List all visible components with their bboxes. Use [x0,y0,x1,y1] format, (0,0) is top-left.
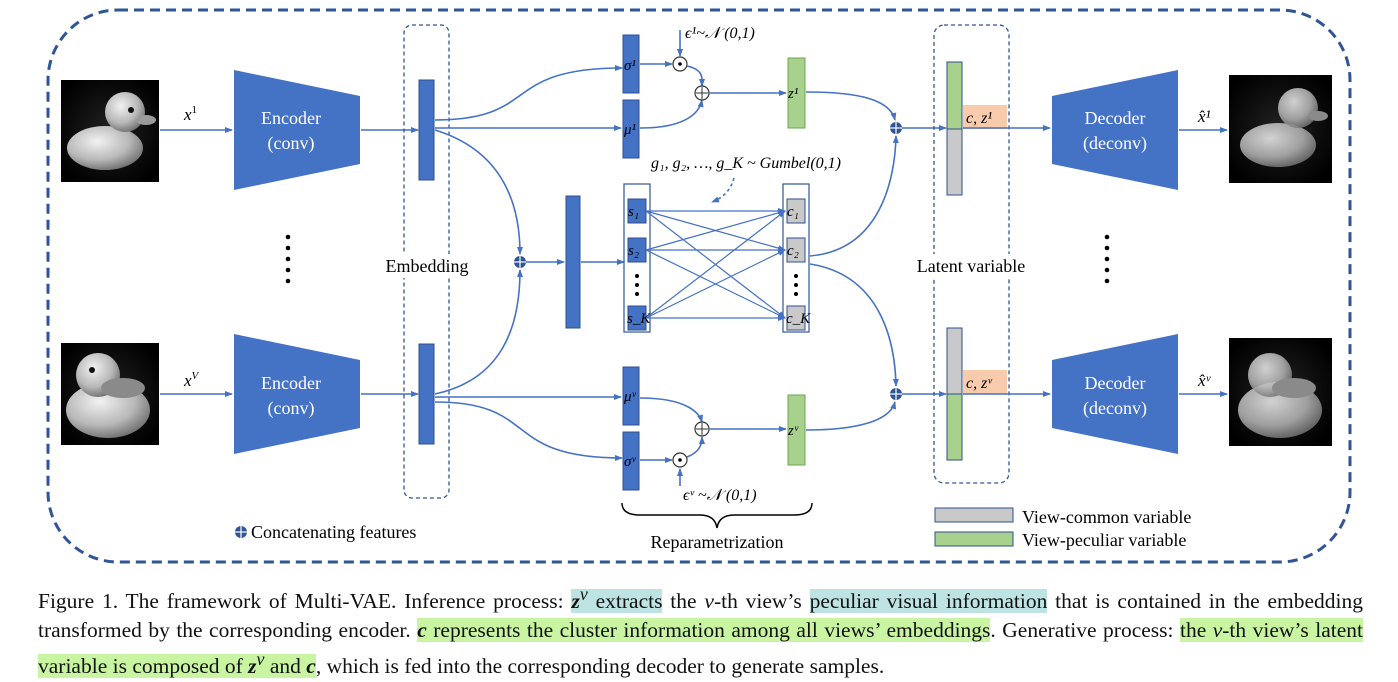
svg-text:s₁: s₁ [628,204,639,220]
latent-variable-label: Latent variable [917,256,1025,276]
latent-V-common [946,327,963,395]
z1-bar [787,57,806,129]
svg-text:Decoder: Decoder [1085,108,1146,128]
svg-text:σ¹: σ¹ [624,58,636,74]
xhat1-label: x̂¹ [1197,107,1211,126]
sigma-1-bar [622,34,640,94]
svg-text:(deconv): (deconv) [1083,133,1147,154]
xhatV-label: x̂ᵛ [1197,371,1212,390]
x1-label: x1 [183,104,197,124]
svg-text:Decoder: Decoder [1085,373,1146,393]
framework-diagram: x1 xV Encoder (conv) Encoder (conv) Embe… [46,8,1352,564]
figure-caption: Figure 1. The framework of Multi-VAE. In… [38,584,1363,679]
fused-embedding [565,195,581,329]
outer-frame [46,8,1352,564]
svg-text:c, zᵛ: c, zᵛ [966,375,992,392]
legend-common-swatch [934,507,1014,523]
svg-text:Encoder: Encoder [261,373,321,393]
svg-text:c₂: c₂ [787,243,799,259]
zV-bar [787,394,806,466]
encoder-1 [234,70,360,190]
svg-text:s_K: s_K [627,311,651,327]
highlight-cluster-info: c represents the cluster information amo… [417,618,991,643]
svg-text:σᵛ: σᵛ [624,454,636,470]
output-image-view-V [1229,338,1332,446]
sigma-V-bar [622,431,640,491]
input-image-view-1 [61,80,159,182]
legend-peculiar-label: View-peculiar variable [1022,530,1186,550]
svg-text:s₂: s₂ [628,243,639,259]
input-image-view-V [61,343,159,445]
encoder-V [234,334,360,454]
xV-label: xV [183,370,200,390]
latent-V-peculiar [946,393,963,461]
highlight-peculiar-info: peculiar visual information [809,589,1048,614]
reparam-brace [621,502,813,529]
svg-text:Encoder: Encoder [261,108,321,128]
svg-text:zᵛ: zᵛ [787,423,799,439]
svg-text:μᵛ: μᵛ [623,389,637,405]
cz1-tag [963,105,1007,129]
svg-text:(deconv): (deconv) [1083,398,1147,419]
c-group [782,183,810,333]
highlight-zv-extracts: zv extracts [571,584,663,614]
eps1-label: ϵ¹~𝒩 (0,1) [685,25,755,42]
mu-1-bar [622,99,640,159]
svg-text:c₁: c₁ [787,204,799,220]
embedding-label: Embedding [386,256,469,276]
legend-peculiar-swatch [934,531,1014,547]
decoder-1 [1052,70,1178,190]
svg-text:(conv): (conv) [268,398,315,419]
reparametrization-label: Reparametrization [651,532,784,552]
s-group [623,183,651,333]
output-image-view-1 [1229,75,1332,183]
latent-1-peculiar [946,61,963,130]
concat-legend-label: Concatenating features [251,522,416,542]
embedding-1 [418,79,435,181]
latent-1-common [946,128,963,196]
svg-text:c_K: c_K [786,311,811,327]
svg-text:z¹: z¹ [787,86,799,102]
epsV-label: ϵᵛ ~𝒩 (0,1) [683,487,757,504]
svg-text:μ¹: μ¹ [623,122,637,138]
embedding-V [418,343,435,445]
svg-text:(conv): (conv) [268,133,315,154]
gumbel-label: g₁, g₂, …, g_K ~ Gumbel(0,1) [651,155,841,172]
svg-text:c, z¹: c, z¹ [966,110,992,127]
decoder-V [1052,334,1178,454]
mu-V-bar [622,366,640,426]
ellipsis-encoders [285,234,291,284]
czV-tag [963,370,1007,394]
ellipsis-decoders [1104,234,1110,284]
legend-common-label: View-common variable [1022,507,1191,527]
gumbel-connections [645,208,786,321]
